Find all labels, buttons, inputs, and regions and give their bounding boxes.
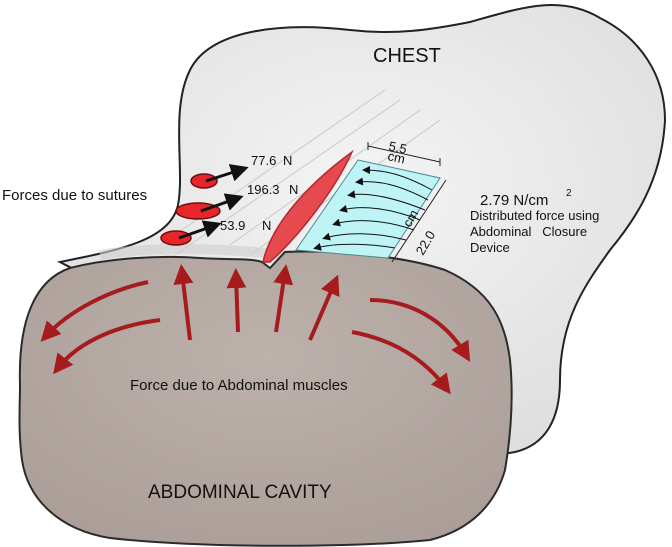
suture-force-3-value: 53.9 [220,218,245,233]
suture-oval-3 [160,230,192,246]
dimension-width-unit: cm [386,148,406,166]
device-line-2: Abdominal Closure [470,224,587,239]
suture-forces: 77.6 N 196.3 N 53.9 N [160,153,298,246]
abdominal-closure-device [295,159,441,259]
suture-oval-1 [190,173,218,189]
muscle-arrow-4 [226,268,247,333]
muscle-arrow-2 [53,318,161,375]
pressure-exponent: 2 [566,188,572,199]
dimension-width-value: 5.5 [387,138,408,156]
device-line-1: Distributed force using [470,208,599,223]
suture-force-2-unit: N [289,182,298,197]
dimension-width [367,142,441,166]
suture-force-1-unit: N [283,153,292,168]
muscle-arrow-7 [369,298,471,362]
device-line-3: Device [470,240,510,255]
muscle-arrow-3 [173,264,194,341]
pressure-value: 2.79 N/cm [480,192,548,209]
muscle-arrow-1 [40,280,149,342]
muscle-arrow-8 [351,330,451,395]
wound-incision [262,149,354,263]
abdominal-cavity-region [18,250,513,547]
suture-force-1-value: 77.6 [251,153,276,168]
abdominal-cavity-label: ABDOMINAL CAVITY [148,482,332,503]
muscle-force-arrows [40,264,471,395]
sutures-label: Forces due to sutures [2,187,147,204]
suture-force-2-value: 196.3 [247,182,280,197]
muscles-label: Force due to Abdominal muscles [130,377,348,394]
dimension-length [391,179,447,263]
chest-label: CHEST [373,45,441,67]
muscle-arrow-6 [308,274,340,341]
suture-force-3-unit: N [262,218,271,233]
muscle-arrow-5 [273,264,294,333]
